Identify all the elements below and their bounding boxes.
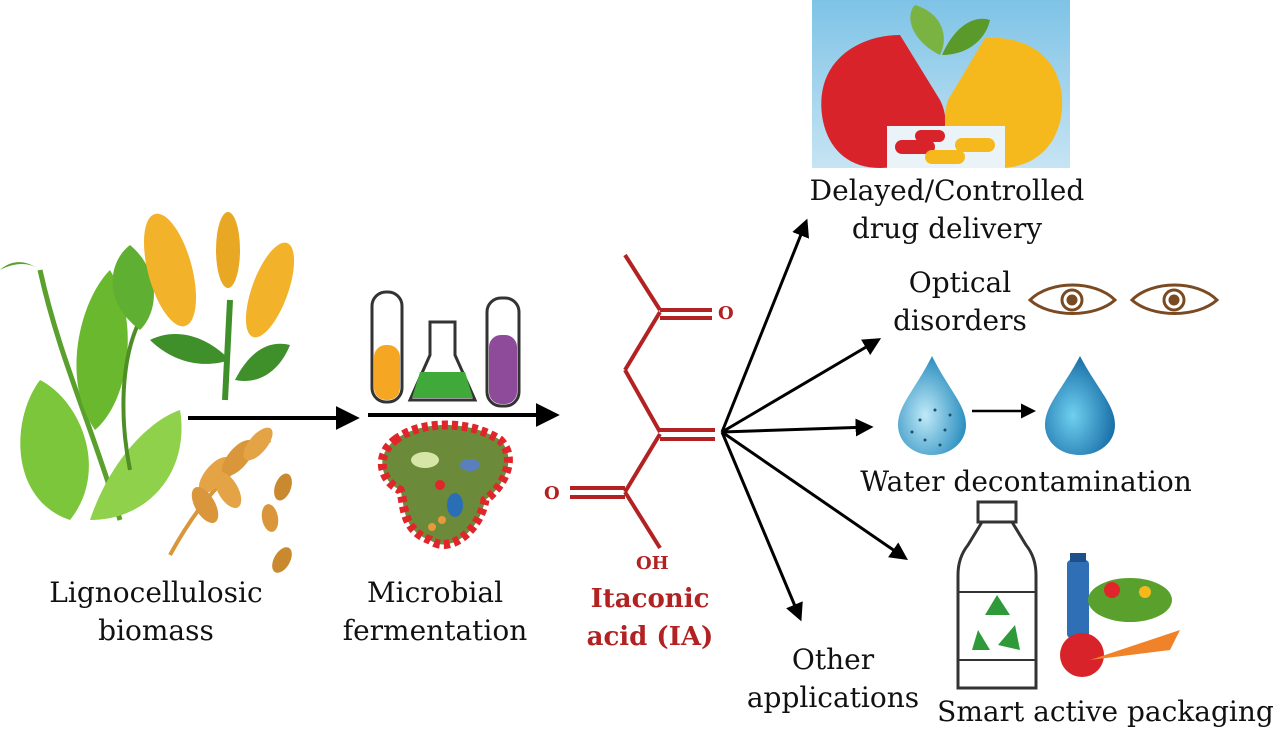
itaconic-acid-label-line1: Itaconic: [590, 584, 710, 614]
other-applications-label-line2: applications: [746, 681, 920, 714]
recycle-icon: [972, 595, 1020, 650]
optical-disorders-label-line2: disorders: [893, 304, 1027, 337]
biomass-label-line1: Lignocellulosic: [49, 576, 263, 609]
itaconic-acid-label: Itaconic acid (IA): [575, 580, 725, 656]
water-drop-icon: [898, 356, 1115, 455]
smart-packaging-label: Smart active packaging: [934, 693, 1277, 731]
arrow-to-packaging: [721, 430, 908, 561]
smart-packaging-label-text: Smart active packaging: [937, 695, 1274, 728]
water-decontamination-label-text: Water decontamination: [860, 465, 1192, 498]
application-arrows: [720, 218, 908, 622]
fermentation-label: Microbial fermentation: [335, 574, 535, 650]
oxygen-left-label: O: [544, 483, 560, 504]
plant-icon: [0, 212, 295, 573]
itaconic-acid-label-line2: acid (IA): [586, 622, 714, 652]
arrow-to-water: [721, 418, 874, 437]
optical-disorders-label-line1: Optical: [908, 266, 1012, 299]
fermentation-label-line1: Microbial: [366, 576, 504, 609]
microbe-icon: [377, 420, 513, 549]
drug-delivery-label-line2: drug delivery: [851, 212, 1043, 245]
arrow-to-drug-delivery: [720, 218, 810, 433]
other-applications-label-line1: Other: [791, 643, 875, 676]
pills-icon: [812, 0, 1070, 168]
test-tubes-icon: [370, 290, 521, 408]
hydroxyl-label: OH: [636, 553, 669, 574]
biomass-label: Lignocellulosic biomass: [40, 574, 272, 650]
drug-delivery-label-line1: Delayed/Controlled: [809, 174, 1085, 207]
other-applications-label: Other applications: [733, 641, 933, 717]
itaconic-acid-structure: [570, 253, 715, 550]
biomass-label-line2: biomass: [98, 614, 214, 647]
oxygen-top-label: O: [718, 303, 734, 324]
eye-icon: [1027, 283, 1220, 315]
optical-disorders-label: Optical disorders: [885, 264, 1035, 340]
food-icon: [1060, 553, 1180, 677]
water-decontamination-label: Water decontamination: [848, 463, 1204, 501]
drug-delivery-label: Delayed/Controlled drug delivery: [792, 172, 1102, 248]
arrow-to-other: [720, 431, 803, 622]
fermentation-label-line2: fermentation: [342, 614, 528, 647]
arrow-to-optical: [721, 338, 882, 434]
wheat-icon: [168, 427, 292, 573]
